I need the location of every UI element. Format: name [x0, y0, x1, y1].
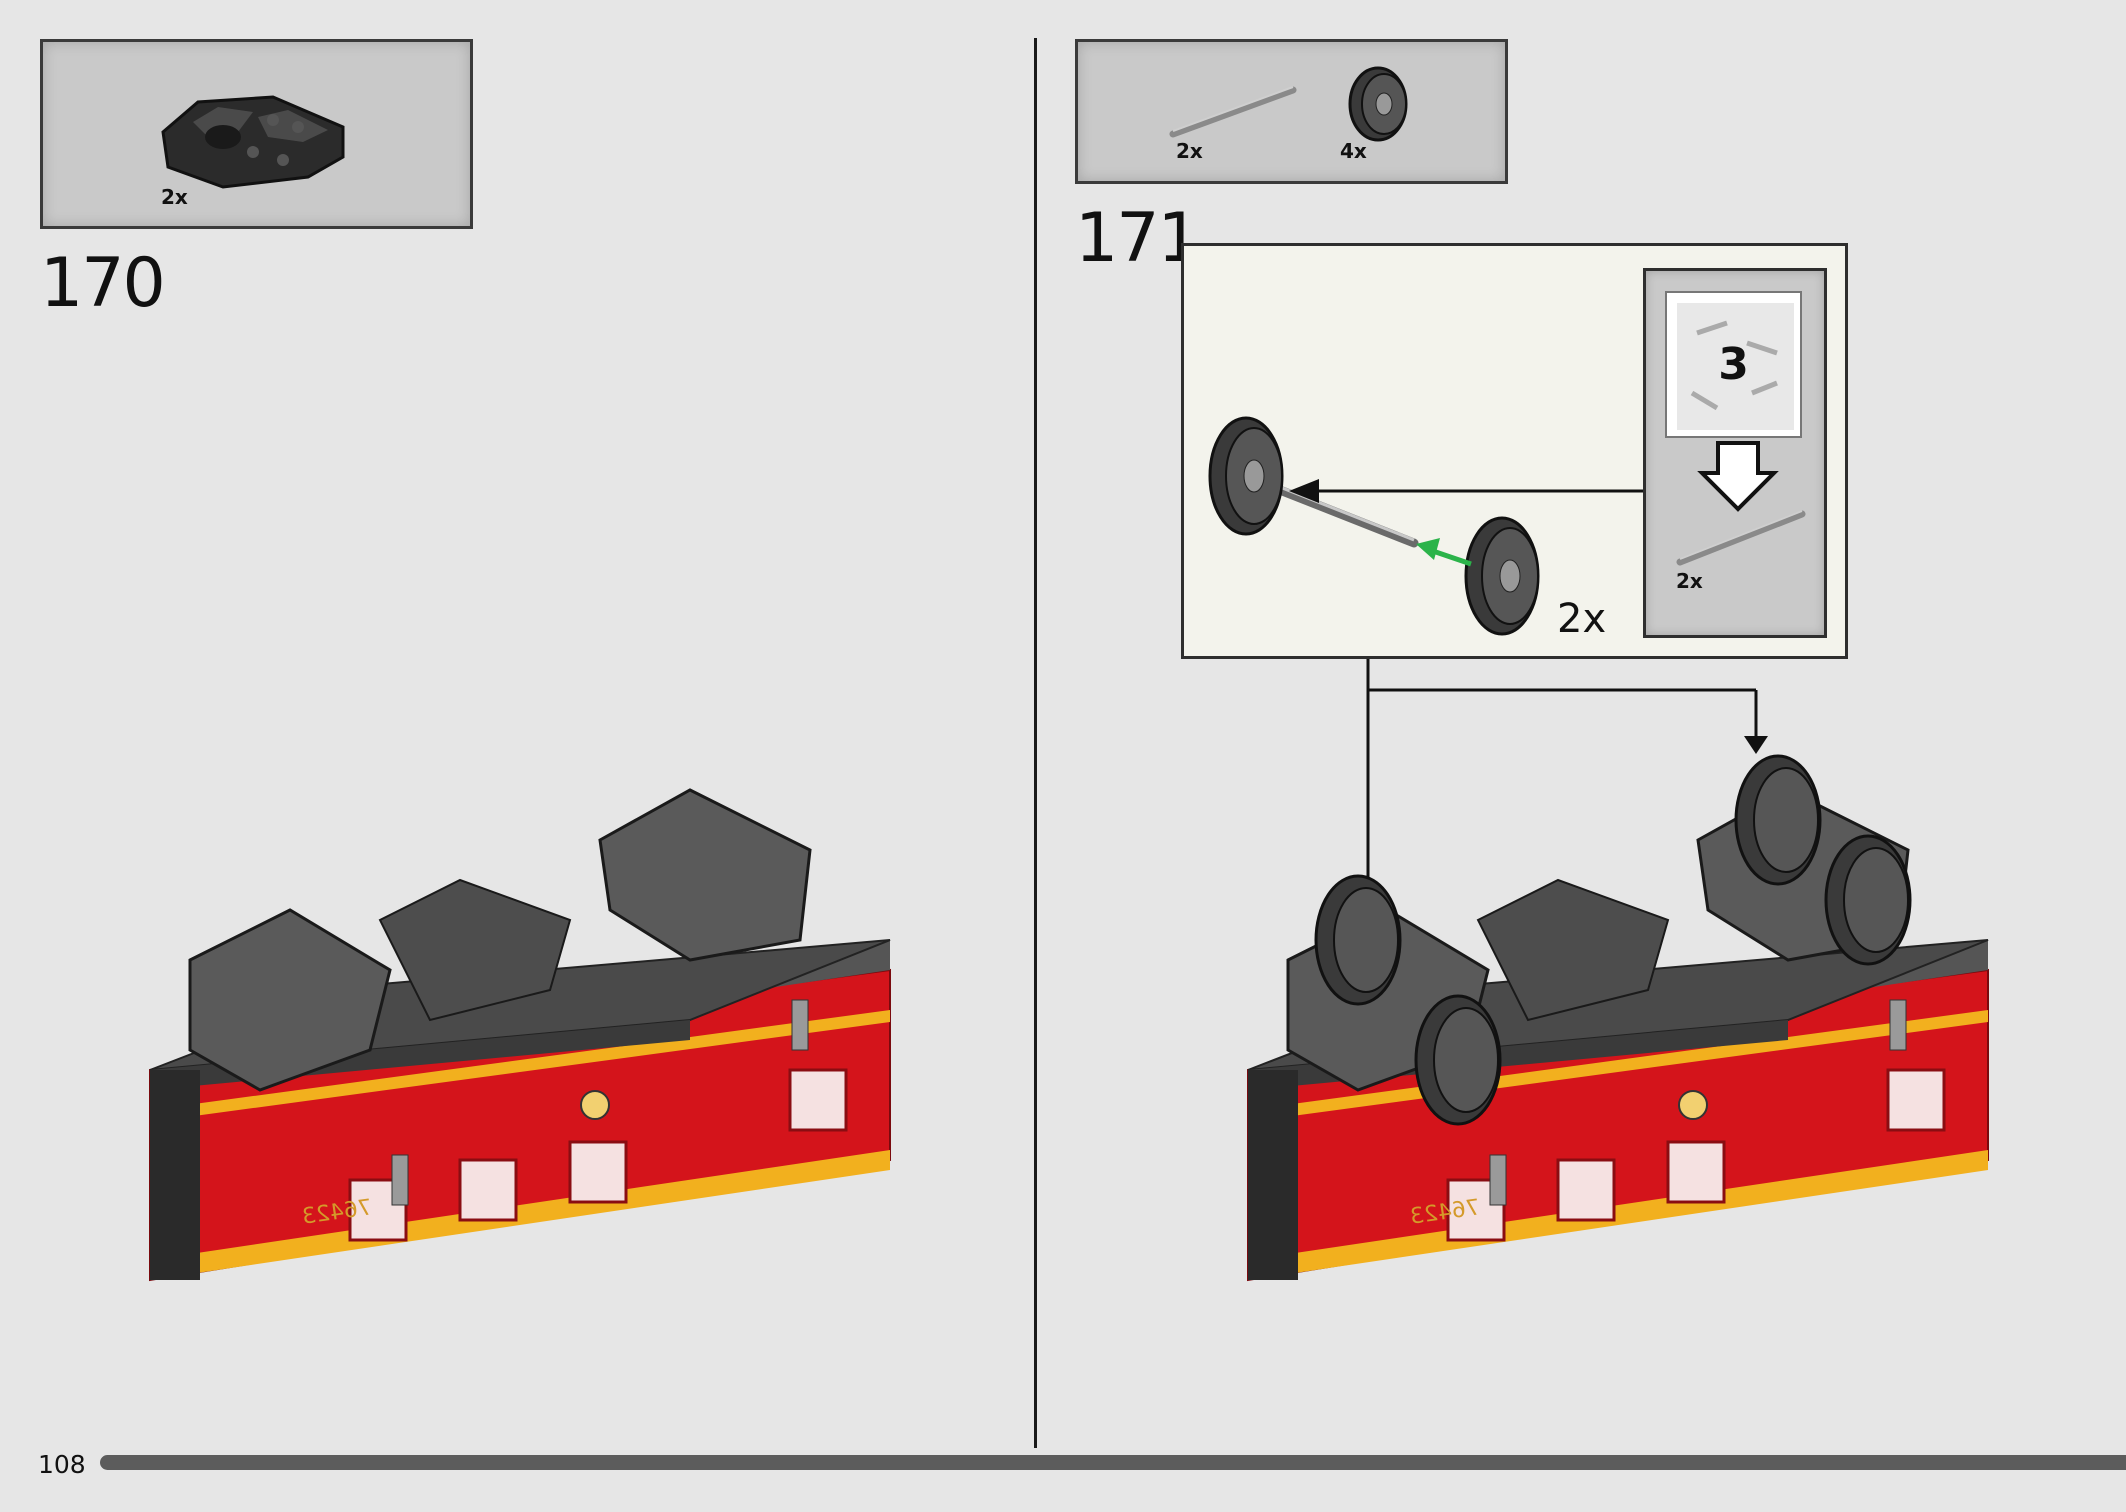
step-number: 170	[40, 244, 166, 323]
subassembly-multiplier: 2x	[1557, 596, 1607, 642]
part-qty: 2x	[161, 185, 188, 209]
black-mudguard-plate-icon	[161, 95, 345, 189]
page-divider	[1034, 38, 1037, 1448]
subassembly-callout: 3 2x 2x	[1181, 243, 1848, 659]
progress-bar	[100, 1455, 2126, 1470]
train-wheel-icon	[1348, 66, 1408, 142]
part-qty: 2x	[1676, 569, 1703, 593]
part-qty: 2x	[1176, 139, 1203, 163]
train-car-model-step-171	[1247, 754, 1989, 1282]
parts-callout-step-171: 2x 4x	[1075, 39, 1508, 184]
train-car-model-step-170	[149, 788, 891, 1282]
bag-number: 3	[1718, 339, 1749, 390]
axle-wheel-assembly-diagram	[1208, 416, 1643, 636]
page-number: 108	[38, 1450, 86, 1479]
part-qty: 4x	[1340, 139, 1367, 163]
bag-icon: 3	[1665, 291, 1802, 438]
down-arrow-icon	[1697, 441, 1779, 512]
grey-axle-icon	[1676, 510, 1806, 566]
step-number: 171	[1075, 199, 1201, 278]
grey-axle-icon	[1169, 86, 1297, 138]
subassembly-parts-box: 3 2x	[1643, 268, 1827, 638]
parts-callout-step-170: 2x	[40, 39, 473, 229]
